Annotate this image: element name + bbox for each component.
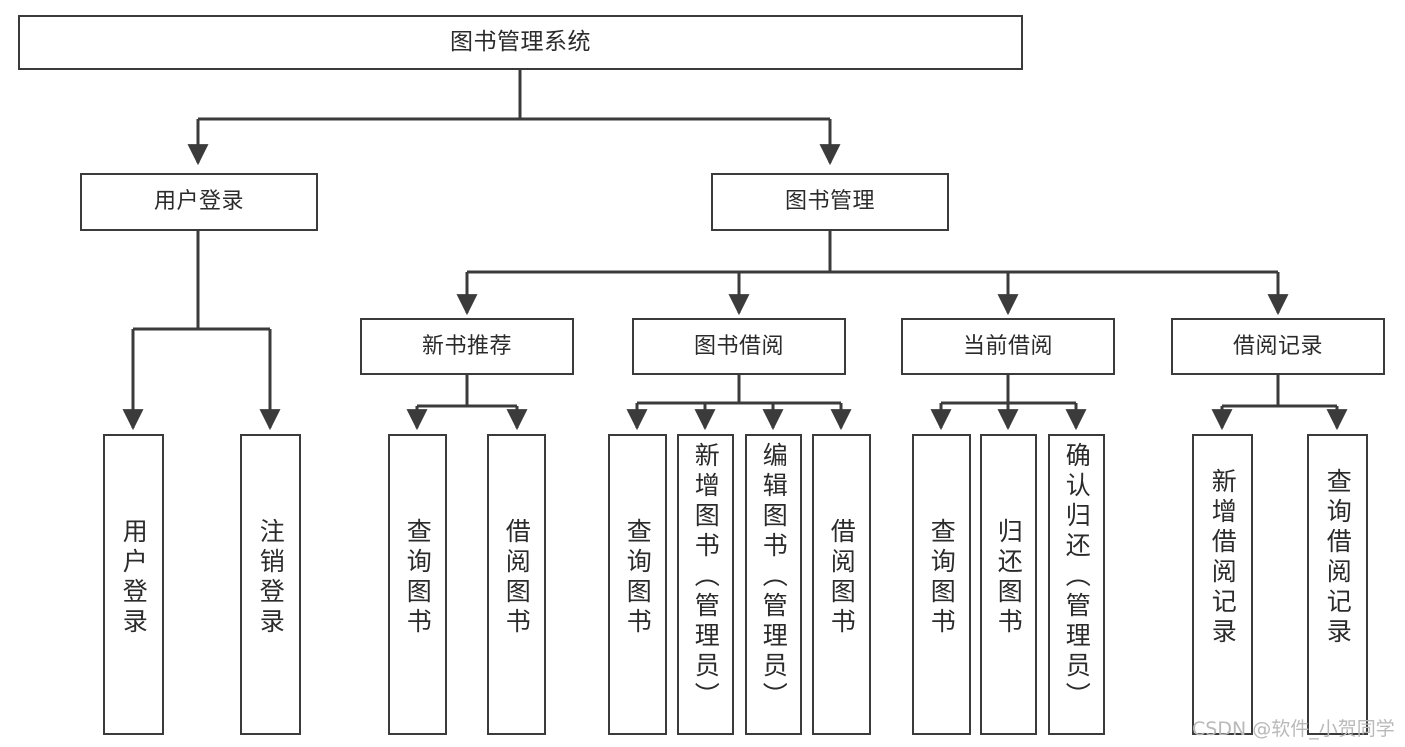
node-leaf-add-borrow-record[interactable]: 新增借阅记录 xyxy=(1192,434,1253,735)
node-leaf-borrow-book[interactable]: 借阅图书 xyxy=(812,434,871,735)
node-leaf-add-book[interactable]: 新增图书（管理员） xyxy=(677,434,734,735)
node-label: 当前借阅 xyxy=(962,333,1053,359)
node-leaf-user-login[interactable]: 用户登录 xyxy=(103,434,164,735)
node-label: 借阅记录 xyxy=(1232,333,1323,359)
node-new-book-recommend[interactable]: 新书推荐 xyxy=(360,318,574,375)
node-current-borrow[interactable]: 当前借阅 xyxy=(901,318,1115,375)
node-label: 编辑图书（管理员） xyxy=(759,442,789,712)
node-label: 图书管理 xyxy=(784,189,875,215)
node-user-login[interactable]: 用户登录 xyxy=(80,173,318,231)
csdn-watermark: CSDN @软件_小贺同学 xyxy=(1192,718,1395,740)
node-book-manage[interactable]: 图书管理 xyxy=(711,173,949,231)
node-borrow-record[interactable]: 借阅记录 xyxy=(1171,318,1385,375)
node-label: 查询借阅记录 xyxy=(1323,468,1353,648)
node-label: 查询图书 xyxy=(403,518,433,638)
node-label: 注销登录 xyxy=(256,518,286,638)
node-leaf-return-book[interactable]: 归还图书 xyxy=(980,434,1037,735)
node-leaf-logout[interactable]: 注销登录 xyxy=(240,434,301,735)
node-label: 查询图书 xyxy=(623,518,653,638)
node-leaf-borrow-book-recommend[interactable]: 借阅图书 xyxy=(487,434,546,735)
node-label: 用户登录 xyxy=(119,518,149,638)
node-root-book-management-system[interactable]: 图书管理系统 xyxy=(18,15,1023,70)
node-label: 查询图书 xyxy=(927,518,957,638)
node-label: 借阅图书 xyxy=(827,518,857,638)
node-label: 图书借阅 xyxy=(693,333,784,359)
node-label: 新书推荐 xyxy=(421,333,512,359)
node-leaf-query-book-borrow[interactable]: 查询图书 xyxy=(608,434,667,735)
node-label: 用户登录 xyxy=(153,189,244,215)
node-label: 图书管理系统 xyxy=(450,29,591,56)
node-label: 确认归还（管理员） xyxy=(1062,442,1092,712)
node-label: 新增借阅记录 xyxy=(1208,468,1238,648)
node-label: 借阅图书 xyxy=(502,518,532,638)
node-book-borrow[interactable]: 图书借阅 xyxy=(632,318,846,375)
node-leaf-query-book-current[interactable]: 查询图书 xyxy=(912,434,971,735)
node-leaf-query-book-recommend[interactable]: 查询图书 xyxy=(388,434,447,735)
node-label: 新增图书（管理员） xyxy=(691,442,721,712)
node-leaf-edit-book[interactable]: 编辑图书（管理员） xyxy=(745,434,802,735)
node-leaf-confirm-return[interactable]: 确认归还（管理员） xyxy=(1048,434,1105,735)
node-leaf-query-borrow-record[interactable]: 查询借阅记录 xyxy=(1307,434,1368,735)
node-label: 归还图书 xyxy=(994,518,1024,638)
